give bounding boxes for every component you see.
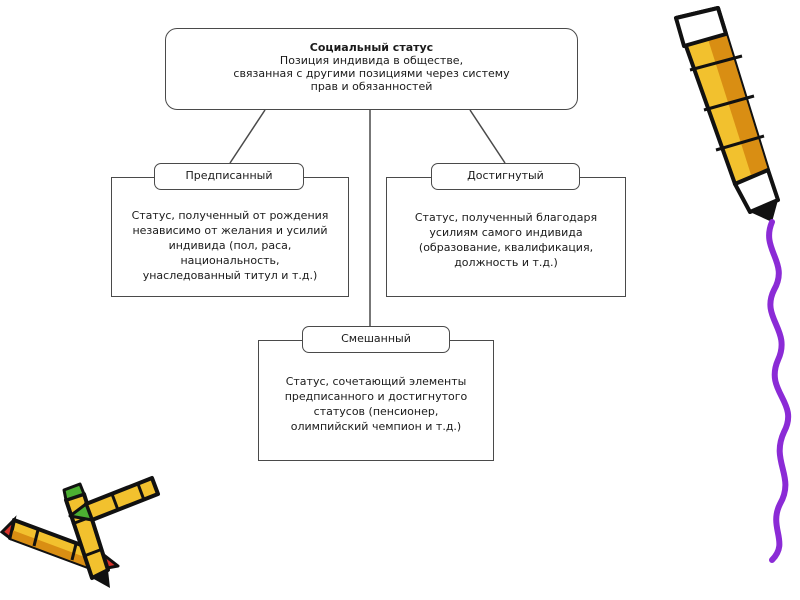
prescribed-line: унаследованный титул и т.д.) (142, 269, 318, 282)
root-title: Социальный статус (309, 41, 434, 54)
root-line-2: связанная с другими позициями через сист… (233, 67, 510, 80)
node-achieved-description: Статус, полученный благодаря усилиям сам… (386, 177, 626, 297)
node-achieved-label: Достигнутый (431, 163, 580, 190)
mixed-line: Статус, сочетающий элементы (285, 375, 467, 388)
prescribed-line: Статус, полученный от рождения (131, 209, 329, 222)
crayon-icon (68, 476, 160, 522)
prescribed-line: индивида (пол, раса, (168, 239, 292, 252)
achieved-line: усилиям самого индивида (429, 226, 583, 239)
node-mixed-label: Смешанный (302, 326, 450, 353)
mixed-line: статусов (пенсионер, (313, 405, 439, 418)
achieved-line: Статус, полученный благодаря (414, 211, 598, 224)
mixed-line: предписанного и достигнутого (284, 390, 468, 403)
connector-root-achieved (469, 109, 506, 164)
pen-icon (674, 6, 780, 222)
node-mixed-description: Статус, сочетающий элементы предписанног… (258, 340, 494, 461)
squiggle-line (766, 219, 792, 563)
mixed-line: олимпийский чемпион и т.д.) (290, 420, 462, 433)
node-prescribed-description: Статус, полученный от рождения независим… (111, 177, 349, 297)
root-node-social-status: Социальный статус Позиция индивида в общ… (165, 28, 578, 110)
prescribed-line: национальность, (180, 254, 280, 267)
node-prescribed-label: Предписанный (154, 163, 304, 190)
prescribed-line: независимо от желания и усилий (132, 224, 328, 237)
root-line-3: прав и обязанностей (310, 80, 433, 93)
root-line-1: Позиция индивида в обществе, (279, 54, 464, 67)
connector-root-prescribed (229, 109, 266, 164)
achieved-line: должность и т.д.) (454, 256, 558, 269)
achieved-line: (образование, квалификация, (418, 241, 594, 254)
